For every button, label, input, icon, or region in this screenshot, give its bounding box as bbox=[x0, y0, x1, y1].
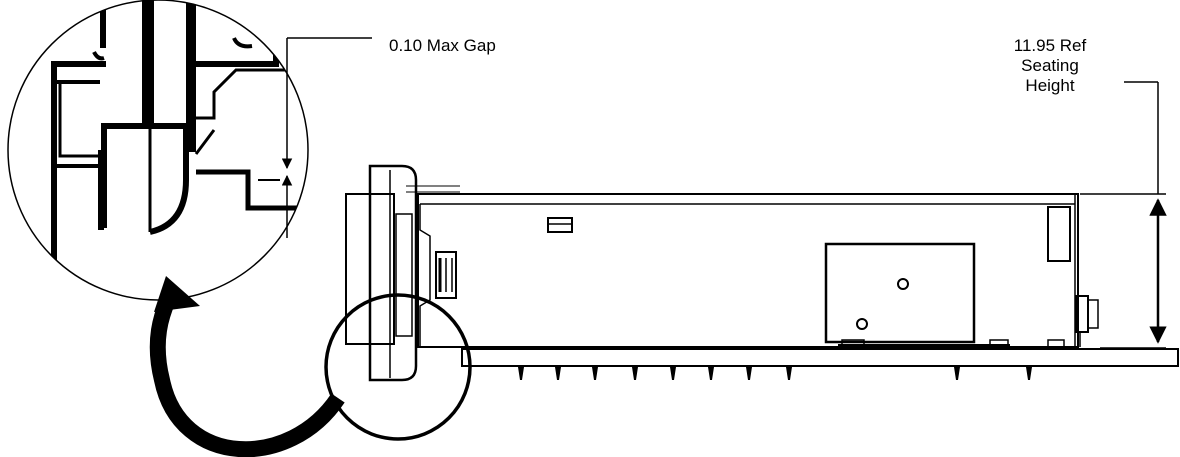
housing-latch-tab bbox=[547, 217, 573, 233]
pin bbox=[670, 367, 676, 380]
pin bbox=[555, 367, 561, 380]
end-latch bbox=[1047, 206, 1071, 262]
gap-dimension bbox=[281, 37, 372, 238]
pcb-board bbox=[461, 348, 1179, 367]
pin bbox=[1026, 367, 1032, 380]
bezel bbox=[368, 164, 418, 382]
seating-height-dimension bbox=[1080, 81, 1167, 349]
main-housing bbox=[417, 193, 1079, 348]
mount-hole-lower bbox=[856, 318, 868, 330]
mount-hole-upper bbox=[897, 278, 909, 290]
detail-callout-circle bbox=[324, 293, 472, 441]
seating-height-label-line1: 11.95 Ref bbox=[1013, 36, 1087, 55]
gap-callout-label: 0.10 Max Gap bbox=[389, 36, 496, 55]
contact-pins bbox=[518, 367, 1032, 380]
connector-body bbox=[345, 164, 1179, 382]
magnify-pointer-arrow bbox=[149, 276, 345, 457]
pin bbox=[708, 367, 714, 380]
seating-height-label-line3: Height bbox=[1025, 76, 1075, 95]
pin bbox=[518, 367, 524, 380]
seating-height-label: 11.95 Ref Seating Height bbox=[1002, 36, 1098, 96]
seating-height-label-line2: Seating bbox=[1021, 56, 1079, 75]
shield-box bbox=[824, 242, 976, 344]
pin bbox=[786, 367, 792, 380]
pin bbox=[746, 367, 752, 380]
pin bbox=[954, 367, 960, 380]
pin bbox=[632, 367, 638, 380]
side-connector bbox=[435, 251, 457, 299]
pin bbox=[592, 367, 598, 380]
